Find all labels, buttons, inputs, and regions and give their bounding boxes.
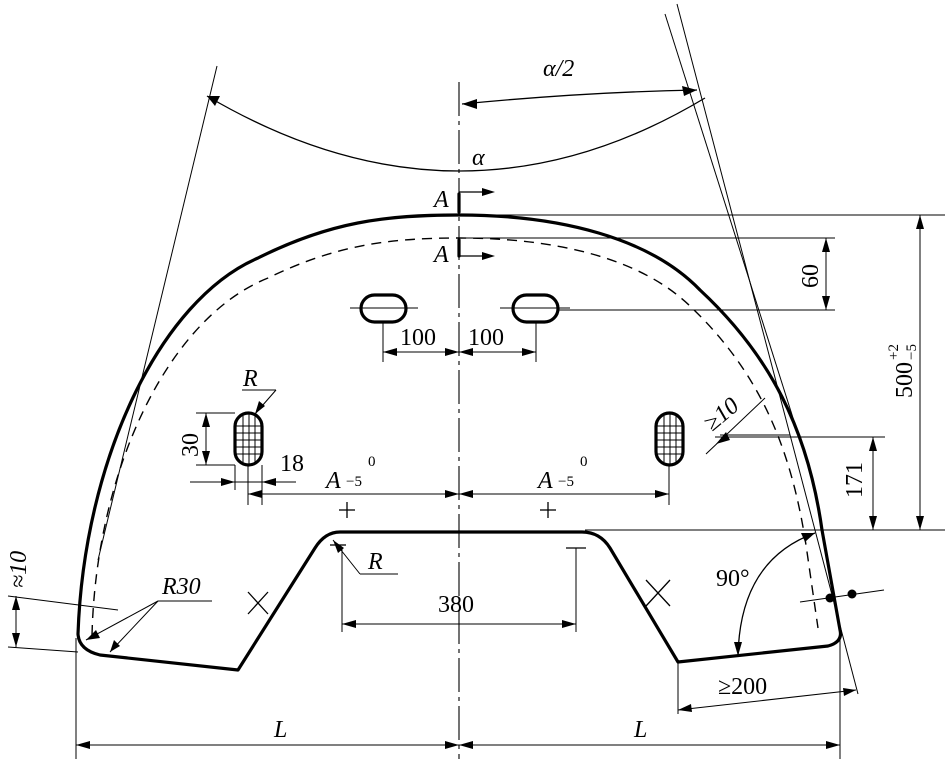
right-tangent-line-2 <box>664 13 801 441</box>
dim-a-right-sub: −5 <box>558 474 574 490</box>
label-half-angle: α/2 <box>543 56 574 82</box>
dim-r-slot: R <box>242 366 258 392</box>
full-angle-arc <box>206 95 706 172</box>
dim-angle-90: 90° <box>716 566 750 592</box>
dim-ge10: ≥10 <box>699 393 744 437</box>
angle-90-arc <box>737 532 816 657</box>
svg-text:500: 500 <box>892 362 918 398</box>
dim-l-left: L <box>273 717 287 743</box>
inner-dashed-line <box>91 237 819 636</box>
svg-text:−5: −5 <box>904 344 920 360</box>
left-tangent-line <box>97 65 218 561</box>
dim-30: 30 <box>178 433 204 457</box>
dim-r-notch: R <box>367 549 383 575</box>
section-label-bottom: A <box>432 242 449 268</box>
dim-500: 500 +2 −5 <box>886 344 920 398</box>
label-full-angle: α <box>472 145 485 171</box>
svg-text:+2: +2 <box>886 344 902 360</box>
dim-ge200: ≥200 <box>718 674 767 700</box>
dim-a-left: A <box>324 468 341 494</box>
dim-100-left: 100 <box>400 325 436 351</box>
dim-l-right: L <box>633 717 647 743</box>
dim-r30: R30 <box>161 574 201 600</box>
section-label-top: A <box>432 187 449 213</box>
dim-a-left-sub: −5 <box>346 474 362 490</box>
dim-a-right-sup: 0 <box>580 454 588 470</box>
half-angle-arc <box>461 89 698 105</box>
dim-171: 171 <box>842 462 868 498</box>
dim-380: 380 <box>438 592 474 618</box>
dim-18: 18 <box>280 451 304 477</box>
dim-a-left-sup: 0 <box>368 454 376 470</box>
right-tangent-line <box>676 3 859 695</box>
part-outline <box>76 213 843 672</box>
dim-approx10: ≈10 <box>6 551 32 588</box>
dim-100-right: 100 <box>468 325 504 351</box>
dim-a-right: A <box>536 468 553 494</box>
dim-60: 60 <box>798 264 824 288</box>
